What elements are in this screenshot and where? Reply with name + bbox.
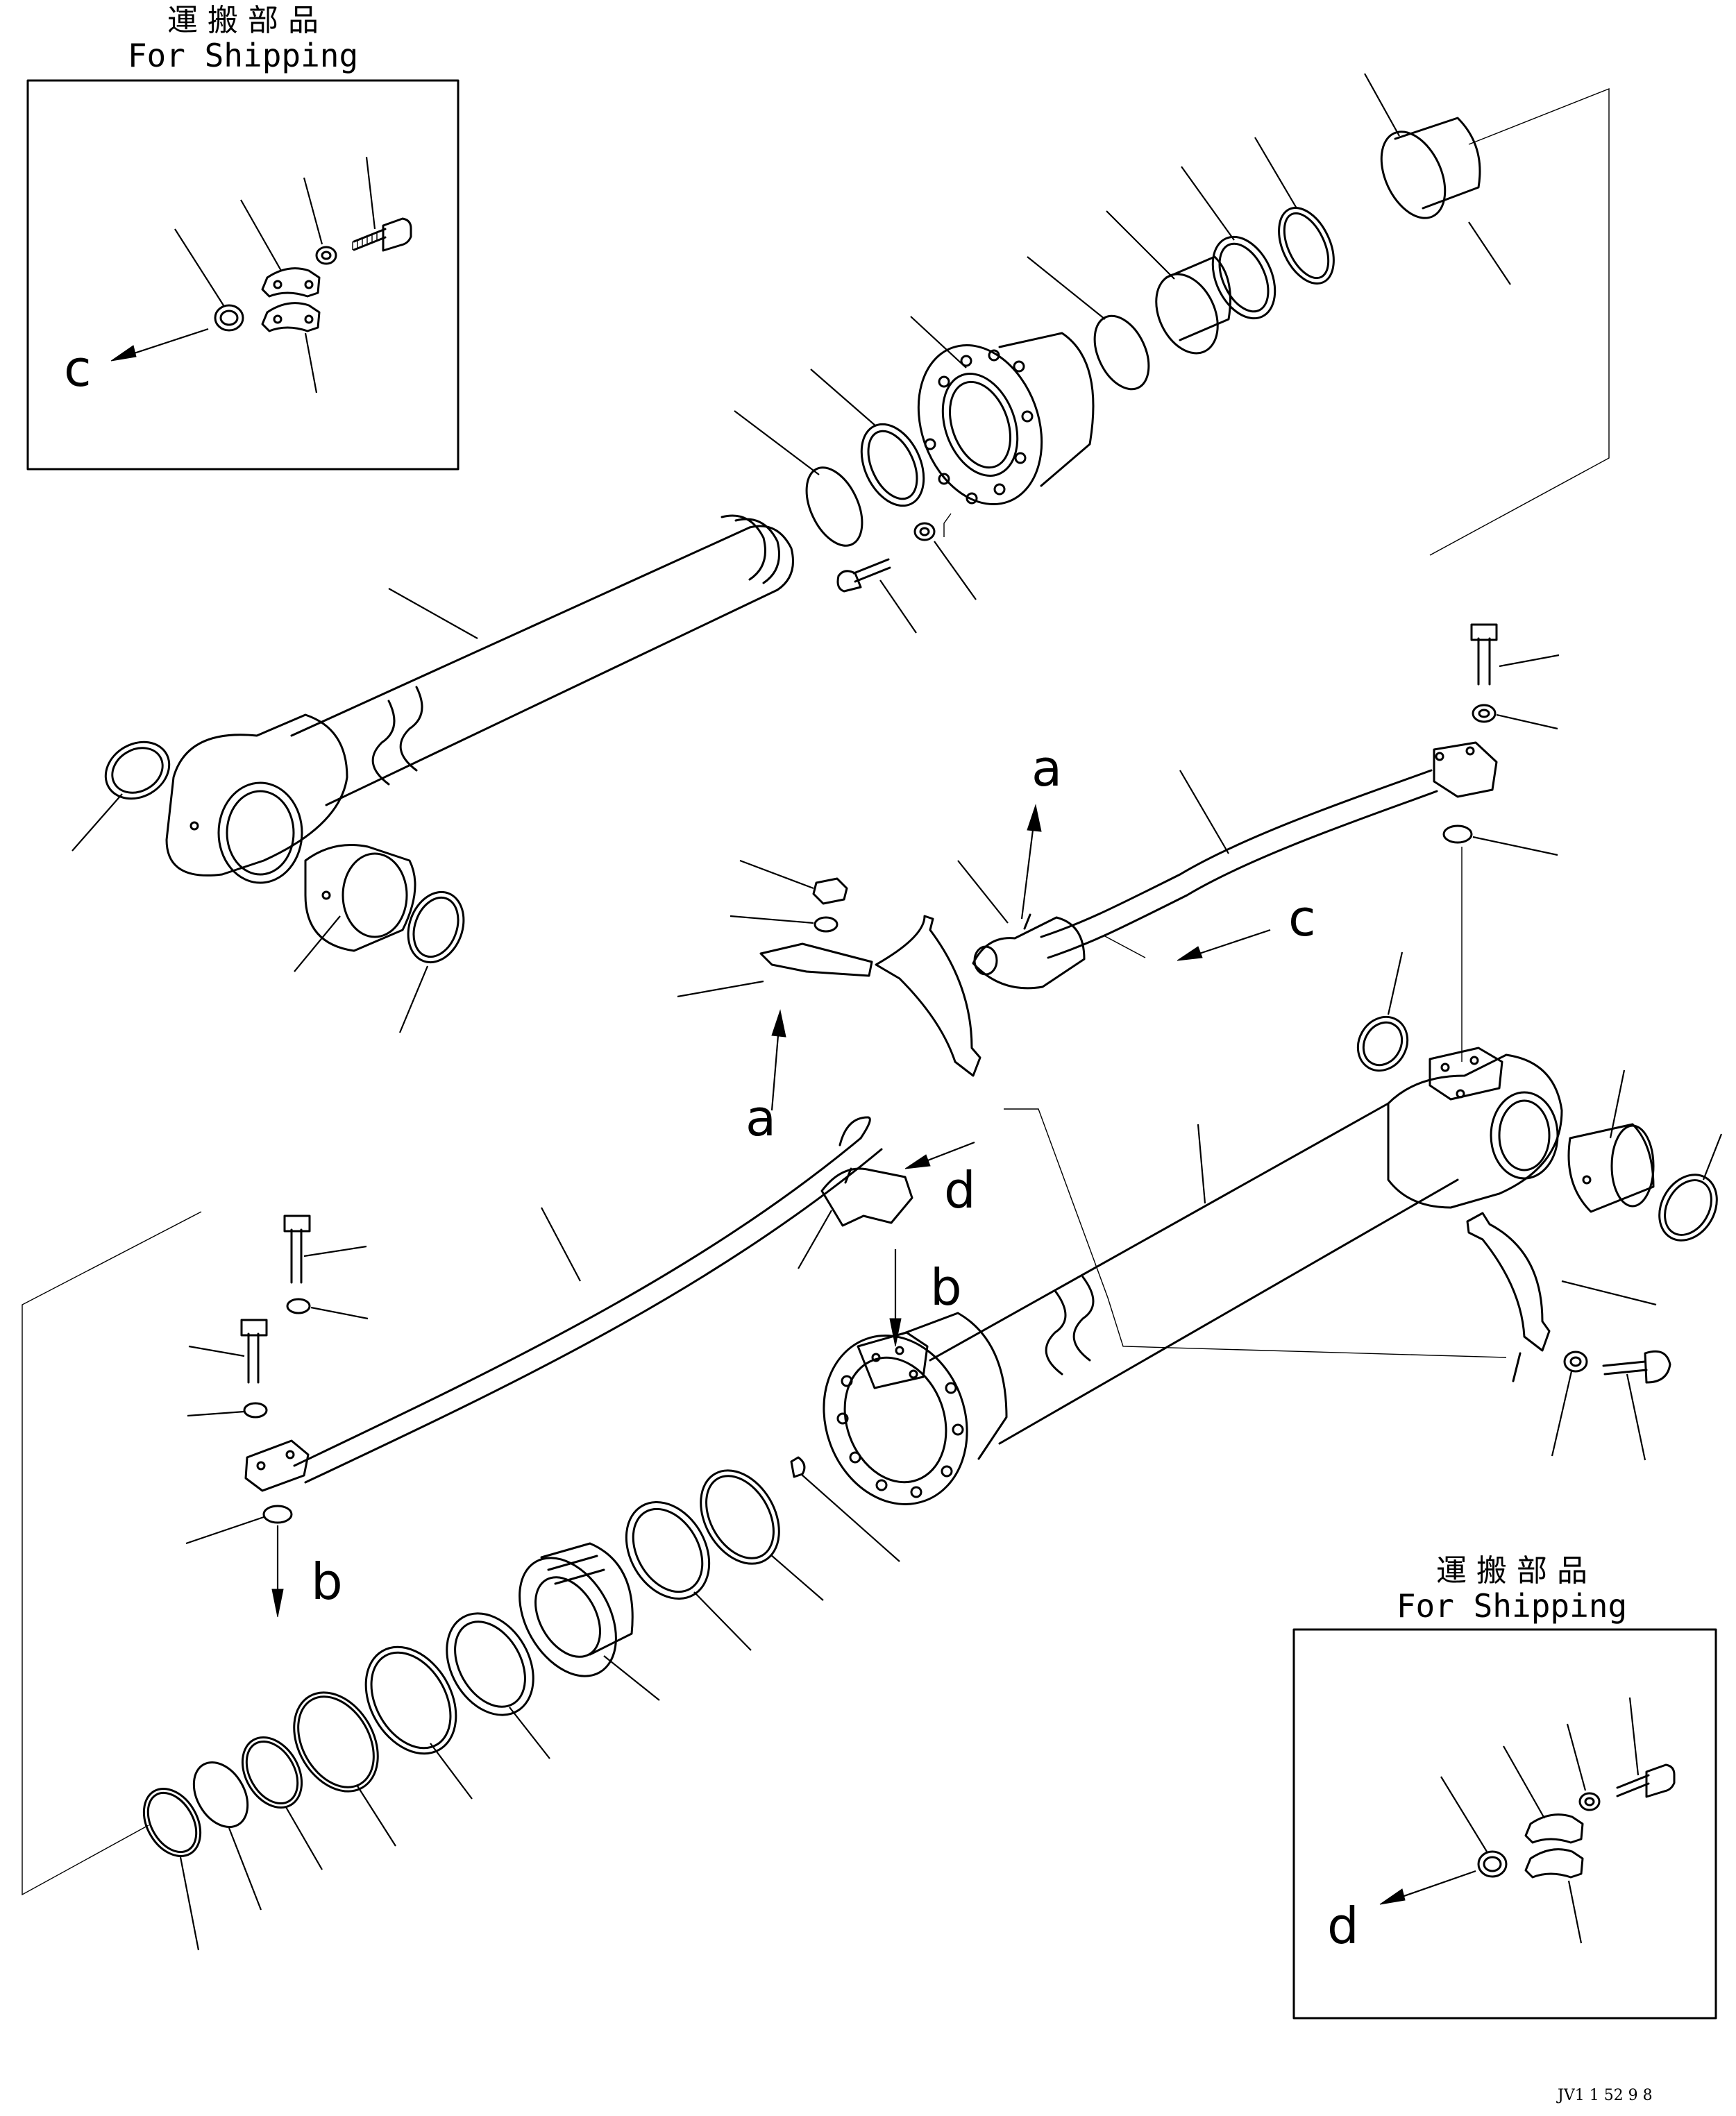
tube-clamp	[1466, 1212, 1657, 1382]
shipping-box-1-frame	[26, 79, 460, 471]
piston-ring-2	[625, 1500, 752, 1651]
head-seal-1	[734, 410, 863, 547]
box1-washer	[303, 177, 337, 265]
piston	[519, 1542, 660, 1701]
lower-elbow-fitting	[798, 1141, 975, 1269]
box1-ref-letter: c	[64, 339, 92, 398]
piston-lock-pin	[790, 1456, 900, 1562]
head-reference-lines	[1429, 87, 1610, 556]
ref-label-b-left: b	[311, 1552, 343, 1611]
shipping-box-1-title-jp: 運 搬 部 品	[167, 3, 319, 38]
clamp-bracket	[677, 915, 981, 1111]
piston-o-ring-small	[241, 1736, 323, 1870]
upper-pipe-o-ring	[1442, 824, 1558, 856]
lower-pipe-o-ring	[185, 1505, 293, 1618]
rod-eye-dust-seal	[398, 890, 465, 1033]
cylinder-tube	[929, 1047, 1563, 1445]
piston-wear-ring	[364, 1645, 473, 1800]
shipping-box-2-title-en: For Shipping	[1397, 1587, 1627, 1625]
box1-arrow-c	[110, 328, 209, 362]
shipping-box-1: 運 搬 部 品 For Shipping	[26, 3, 460, 471]
head-dust-seal	[1364, 73, 1511, 285]
lower-flange-washer-2	[187, 1402, 268, 1419]
box2-washer	[1566, 1723, 1601, 1811]
lower-flange-bolt-1	[283, 1214, 367, 1284]
clamp-washer	[730, 915, 838, 933]
box2-bolt	[1616, 1697, 1676, 1798]
piston-end-ring	[142, 1788, 202, 1951]
tube-clamp-washer	[1551, 1351, 1588, 1457]
shipping-box-2-title-jp: 運 搬 部 品	[1436, 1553, 1587, 1589]
piston-backup-ring	[293, 1691, 396, 1847]
rod-eye-o-ring	[71, 740, 171, 852]
tube-end-flange	[823, 1249, 1008, 1505]
head-washer	[913, 522, 977, 600]
box1-bolt	[352, 156, 412, 252]
box2-arrow-d	[1379, 1870, 1476, 1905]
head-rod-seal	[1181, 166, 1276, 320]
box2-o-ring	[1440, 1776, 1508, 1878]
tube-clamp-bolt	[1602, 1350, 1671, 1461]
clamp-nut	[739, 859, 848, 905]
piston-disc	[192, 1761, 262, 1911]
upper-pipe	[1040, 741, 1498, 959]
piston-ring-1	[700, 1469, 824, 1601]
upper-elbow-fitting	[957, 804, 1271, 990]
shipping-box-1-title-en: For Shipping	[128, 37, 358, 74]
piston-reference-lines	[22, 1211, 202, 1896]
lower-flange-bolt-2	[188, 1319, 268, 1384]
shipping-box-2-frame	[1292, 1628, 1717, 2020]
lower-pipe-flange	[244, 1439, 310, 1492]
box2-split-flange	[1503, 1745, 1584, 1944]
head-buffer-ring	[1254, 137, 1335, 285]
tube-o-ring	[1356, 951, 1409, 1072]
head-bushing	[1106, 210, 1231, 355]
upper-pipe-bolt	[1470, 623, 1560, 686]
lower-flange-washer-1	[286, 1298, 369, 1320]
ref-label-d-mid: d	[944, 1161, 976, 1219]
piston-seal	[446, 1612, 550, 1759]
ref-label-b-top: b	[930, 1258, 962, 1317]
shipping-box-2: 運 搬 部 品 For Shipping d	[1292, 1553, 1717, 2020]
tube-dust-seal	[1658, 1133, 1723, 1242]
head-backup-ring	[1027, 256, 1150, 391]
head-bolt	[836, 558, 917, 634]
tube-reference-lines	[1004, 847, 1507, 1358]
ref-label-a-mid: a	[745, 1089, 776, 1147]
cylinder-head	[910, 316, 1095, 537]
piston-rod-assembly	[165, 514, 794, 884]
upper-pipe-washer	[1472, 704, 1558, 730]
ref-label-a-top: a	[1031, 739, 1062, 797]
rod-eye-bushing	[294, 844, 416, 972]
box1-o-ring	[174, 228, 244, 332]
ref-label-c-right: c	[1288, 889, 1316, 947]
lower-pipe	[293, 1116, 883, 1484]
drawing-code: JV1 1 52 9 8	[1556, 2087, 1653, 2104]
box1-split-flange	[240, 199, 321, 393]
box2-ref-letter: d	[1327, 1897, 1359, 1955]
tube-bushing	[1567, 1069, 1655, 1213]
head-seal-2	[810, 369, 925, 507]
